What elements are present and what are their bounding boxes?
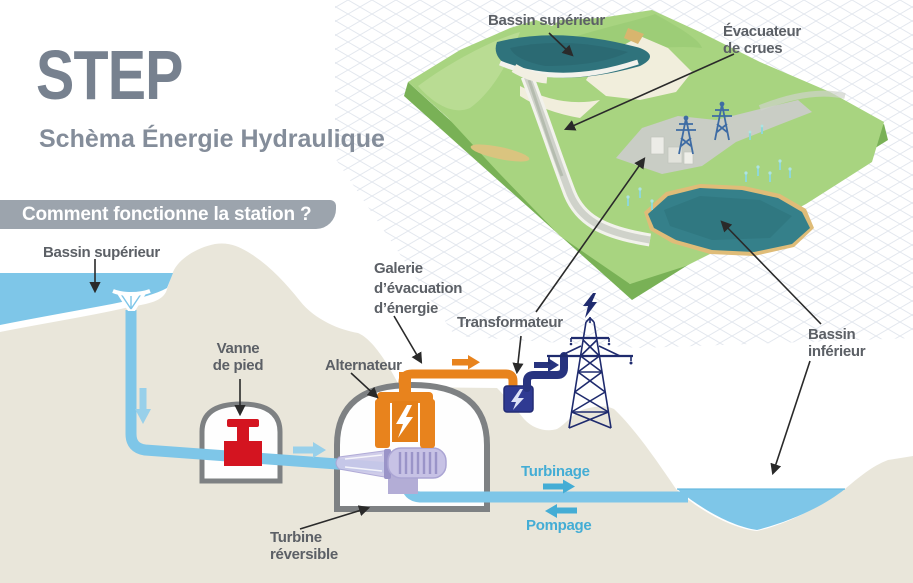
label-turbinage: Turbinage: [521, 463, 590, 480]
label-transformateur: Transformateur: [457, 314, 563, 331]
label-alternateur: Alternateur: [325, 357, 402, 374]
transmission-pylon: [547, 293, 633, 429]
orange-flow-arrow: [452, 355, 480, 370]
label-bassin-superieur: Bassin supérieur: [43, 244, 160, 261]
water-flow-arrows: [135, 388, 326, 458]
sand-streak: [470, 144, 530, 162]
machine-hall-dome: [334, 381, 490, 512]
lightning-bolt-icon: [396, 405, 413, 438]
subtitle-line2: Hydraulique: [240, 125, 385, 153]
label-turbine-reversible: Turbine réversible: [270, 529, 338, 564]
label-evacuateur-de-crues: Évacuateur de crues: [723, 23, 801, 58]
upper-reservoir-water: [0, 273, 173, 325]
label-pompage: Pompage: [526, 517, 592, 534]
page-title: STEP: [36, 36, 183, 114]
turbinage-arrow: [543, 479, 575, 494]
spillway-channel: [511, 64, 652, 247]
lightning-bolt-icon: [583, 293, 597, 318]
label-vanne-de-pied: Vanne de pied: [212, 340, 264, 375]
leader-arrows: [89, 32, 822, 530]
page-subtitle: Schèma Énergie Hydraulique: [39, 124, 385, 154]
lower-reservoir-water: [677, 489, 845, 530]
lightning-bolt-icon: [511, 389, 524, 410]
intake-funnel: [112, 289, 151, 311]
alternator: [375, 372, 435, 448]
terrain-3d-illustration: [404, 10, 888, 300]
pompage-arrow: [545, 504, 577, 518]
wind-turbines-3d: [626, 124, 792, 210]
transformer: [503, 385, 534, 413]
grid-connection-pipe: [523, 352, 568, 392]
reversible-turbine: [335, 447, 447, 494]
label-galerie-evacuation: Galerie d’évacuation d’énergie: [374, 260, 463, 317]
label-bassin-inferieur: Bassin inférieur: [808, 326, 866, 361]
label-bassin-superieur-3d: Bassin supérieur: [488, 12, 605, 29]
foot-valve: [224, 419, 262, 466]
subtitle-line1: Schèma Énergie: [39, 125, 234, 153]
powerhouse-buildings-3d: [650, 136, 694, 165]
rocky-area: [616, 100, 812, 174]
pylon-3d-icons: [676, 101, 732, 155]
navy-flow-arrow: [534, 358, 559, 372]
question-banner: Comment fonctionne la station ?: [0, 200, 336, 229]
